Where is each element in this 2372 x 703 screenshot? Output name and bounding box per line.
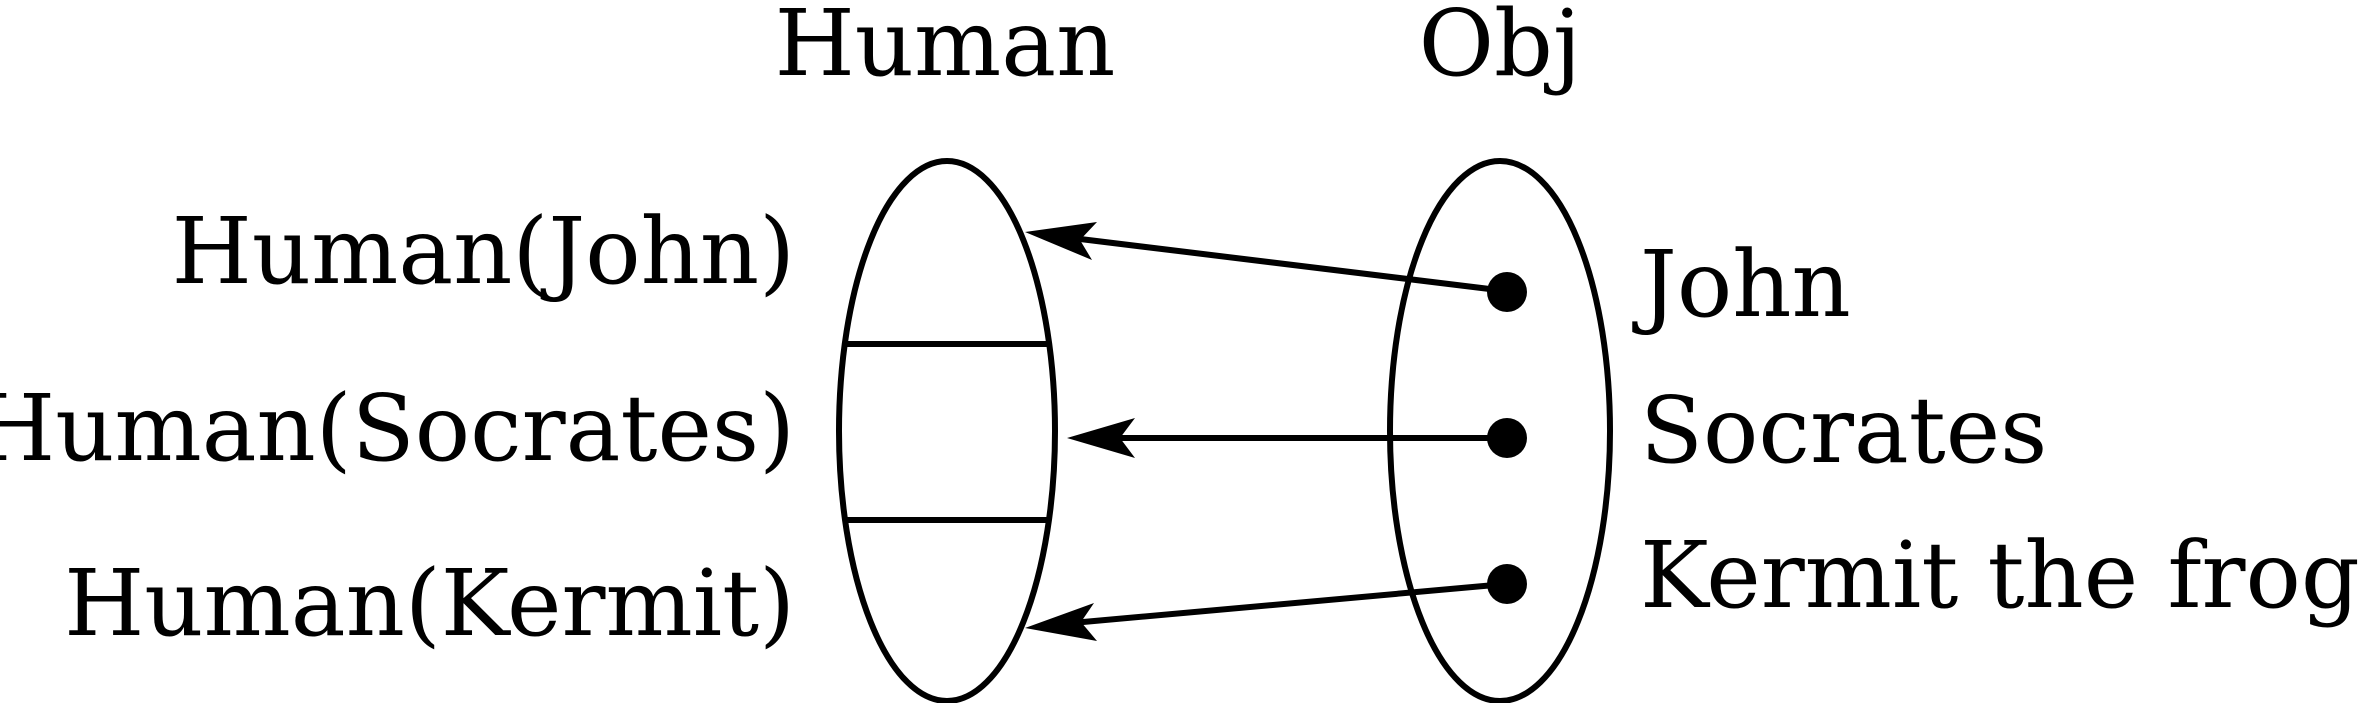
predicate-label-socrates: Human(Socrates) <box>0 375 795 482</box>
predicate-label-john: Human(John) <box>172 198 795 305</box>
mapping-arrowhead-john <box>1025 222 1097 260</box>
mapping-arrow-john <box>1071 235 1507 294</box>
human-set-ellipse <box>836 158 1058 703</box>
mapping-arrowhead-socrates <box>1067 418 1135 458</box>
object-dot-kermit <box>1487 564 1527 604</box>
predicate-label-kermit: Human(Kermit) <box>64 550 795 657</box>
mapping-arrowhead-kermit <box>1025 603 1097 641</box>
mapping-arrow-kermit <box>1071 581 1507 626</box>
obj-set-ellipse <box>1387 158 1613 703</box>
obj-set-title: Obj <box>1419 0 1582 97</box>
object-dot-socrates <box>1487 418 1527 458</box>
object-label-john: John <box>1632 231 1851 338</box>
human-set-title: Human <box>775 0 1116 97</box>
object-label-socrates: Socrates <box>1640 377 2047 484</box>
object-dot-john <box>1487 272 1527 312</box>
object-label-kermit: Kermit the frog <box>1640 522 2360 629</box>
